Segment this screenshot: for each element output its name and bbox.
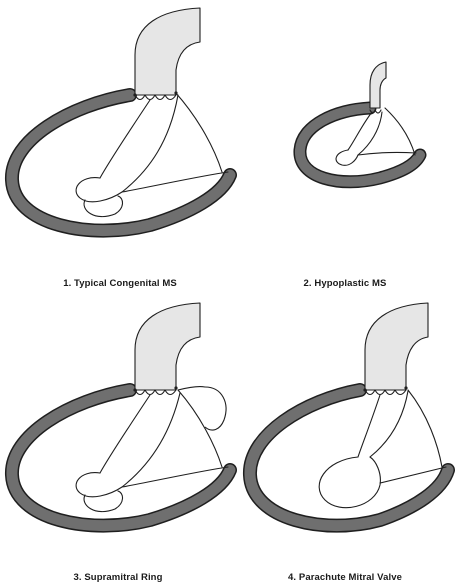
aorta — [370, 62, 386, 108]
panel-hypoplastic-ms — [240, 0, 457, 265]
panel-2-caption: 2. Hypoplastic MS — [304, 278, 387, 289]
panel-3-caption: 3. Supramitral Ring — [73, 572, 162, 583]
papillary-muscle — [336, 150, 358, 165]
papillary-muscle — [76, 178, 122, 202]
panel-4-caption: 4. Parachute Mitral Valve — [288, 572, 402, 583]
supramitral-ring — [205, 387, 226, 430]
panel-parachute-mitral-valve — [230, 295, 457, 550]
aorta — [135, 303, 200, 390]
papillary-muscle — [319, 457, 380, 508]
panel-typical-congenital-ms — [0, 0, 240, 265]
aorta — [365, 303, 428, 390]
panel-supramitral-ring — [0, 295, 240, 550]
panel-1-caption: 1. Typical Congenital MS — [63, 278, 177, 289]
papillary-muscle — [76, 473, 122, 497]
aorta — [135, 8, 200, 95]
